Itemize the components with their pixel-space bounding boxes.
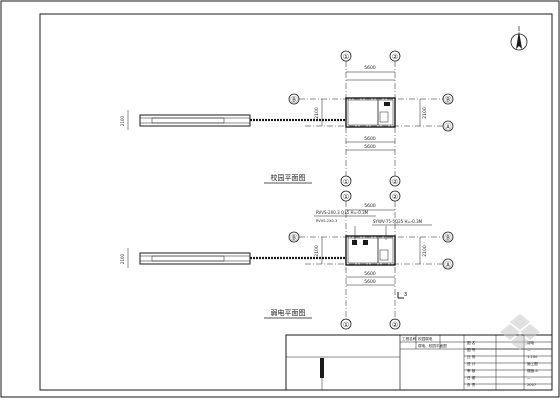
title-block-company: 工程名称 xyxy=(402,336,417,341)
lower-axis-b-left: Ⓑ xyxy=(291,234,298,242)
upper-dim-right: 2100 xyxy=(422,107,428,119)
upper-dim-left: 2100 xyxy=(314,107,320,119)
title-block-value: 施工图 xyxy=(527,361,538,366)
title-block-label: 图 名 xyxy=(467,340,476,345)
title-block-value: — xyxy=(527,348,531,352)
lower-axis-a-right: Ⓐ xyxy=(445,261,452,269)
lower-dim-left: 2100 xyxy=(314,245,320,257)
title-block-label: 日 期 xyxy=(467,375,476,380)
upper-guardhouse xyxy=(345,97,396,128)
title-block-label: 负 责 xyxy=(467,382,476,387)
axis-b-label-left: Ⓑ xyxy=(291,96,298,104)
lower-note-b: SYWV-75-5Q25 H=-0.3M xyxy=(373,219,423,224)
title-block-label: 审 核 xyxy=(467,368,476,373)
title-block-label: 比 例 xyxy=(467,354,476,359)
title-block-value: 弱施-4 xyxy=(527,368,538,373)
lower-dim-far-left: 2100 xyxy=(120,253,125,264)
lower-note-a: RVVS-2X0.3 Q15 H=-0.3M xyxy=(316,210,369,215)
title-block-drawing: 弱电、校园平面图 xyxy=(418,343,447,348)
title-block-value: 弱电 xyxy=(527,340,535,345)
lower-dim-top: 5600 xyxy=(364,203,376,209)
title-block-label: 图 号 xyxy=(467,347,476,352)
axis-a-label-right: Ⓐ xyxy=(445,123,452,131)
north-arrow-icon xyxy=(510,26,528,51)
watermark-logo-icon xyxy=(500,314,540,350)
upper-dim-top: 5600 xyxy=(364,65,376,71)
axis-2-label: ② xyxy=(392,53,398,61)
upper-plan-title: 校园平面图 xyxy=(271,173,306,182)
lower-plan-title: 弱电平面图 xyxy=(271,308,306,317)
inner-frame xyxy=(39,13,553,391)
lower-section-mark: 3 xyxy=(404,292,407,298)
axis-1-label: ① xyxy=(343,53,349,61)
axis-1-label-bottom: ① xyxy=(343,178,349,186)
title-block: 工程名称 校园弱电 弱电、校园平面图 图 名图 号比 例设 计审 核日 期负 责… xyxy=(285,334,553,391)
upper-dim-bottom-a: 5600 xyxy=(364,136,376,142)
lower-gate-track xyxy=(139,252,251,265)
lower-axis-1-bottom: ① xyxy=(343,321,349,329)
upper-gate-track xyxy=(139,114,251,127)
axis-b-label-right: Ⓑ xyxy=(445,96,452,104)
lower-plan: ① ② 5600 RVVS-2X0.3 Q15 H=-0.3M RVVS-2X0… xyxy=(120,190,454,330)
title-block-project: 校园弱电 xyxy=(418,336,433,341)
upper-plan: ① ② 5600 Ⓑ Ⓑ Ⓐ 2100 2100 xyxy=(120,50,454,187)
lower-axis-2-bottom: ② xyxy=(392,321,398,329)
lower-axis-2-label: ② xyxy=(392,193,398,201)
upper-dim-bottom-b: 5600 xyxy=(364,144,376,150)
upper-dim-far-left: 2100 xyxy=(120,115,125,126)
title-block-value: — xyxy=(527,376,531,380)
title-block-label: 设 计 xyxy=(467,361,476,366)
lower-dim-bottom-a: 5600 xyxy=(364,271,376,277)
axis-2-label-bottom: ② xyxy=(392,178,398,186)
lower-axis-1-label: ① xyxy=(343,193,349,201)
lower-guardhouse xyxy=(345,235,396,266)
lower-axis-b-right: Ⓑ xyxy=(445,234,452,242)
lower-note-sub: RVVS-2X0.3 xyxy=(316,219,337,223)
title-block-value: 2007 xyxy=(527,383,536,387)
lower-dim-right: 2100 xyxy=(422,245,428,257)
title-block-value: 1:100 xyxy=(527,355,538,359)
lower-dim-bottom-b: 5600 xyxy=(364,279,376,285)
